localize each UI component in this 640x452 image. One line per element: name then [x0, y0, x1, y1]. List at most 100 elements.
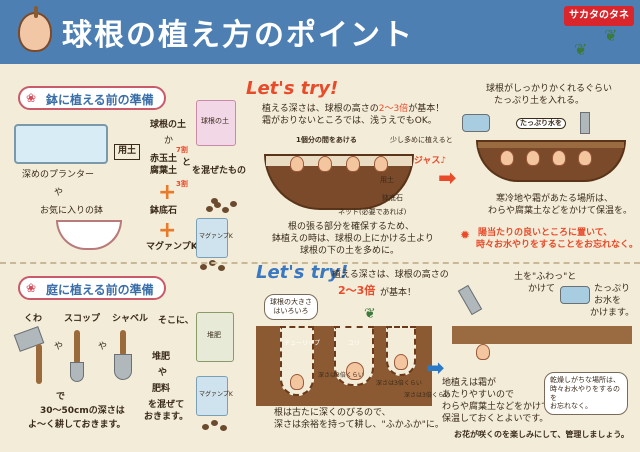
water-line3: かけます。 — [590, 308, 635, 318]
tulip-bulb-icon — [290, 374, 304, 390]
lets-try-heading: Let's try! — [246, 78, 339, 99]
ya-label: や — [54, 188, 64, 198]
mix-fuyodo: 腐葉土 — [150, 166, 178, 176]
shovel-handle — [120, 330, 126, 356]
spacing-note: 1個分の間をあける — [296, 136, 357, 144]
fuwa-line1: 土を"ふわっ"と — [514, 272, 577, 282]
tulip-label: チューリップ — [284, 340, 321, 347]
ratio-7: 7割 — [176, 146, 188, 154]
lily-hole — [334, 326, 374, 386]
sprout-icon: ❦ — [604, 26, 618, 45]
sprout-icon: ❦ — [574, 40, 588, 59]
depth-note-1: 深さは3倍くらい — [318, 372, 364, 379]
cold-line2: わらや腐葉土などをかけて保温を。 — [488, 206, 633, 216]
trowel-icon — [580, 112, 590, 134]
dry-line2: 時々お水やりをするのを — [550, 384, 620, 402]
scoop-icon — [70, 362, 84, 382]
pot-filled-cross-section — [476, 140, 626, 182]
till-line3: よ〜く耕しておきます。 — [28, 420, 126, 430]
section-divider — [0, 262, 640, 264]
root-line3: 球根の下の土を多めに。 — [300, 246, 400, 256]
pot-prep-title: 鉢に植える前の準備 — [46, 93, 154, 107]
mix-end-label: おきます。 — [144, 412, 189, 422]
bulb-icon — [526, 150, 540, 166]
sun-line2: 時々お水やりをすることをお忘れなく。 — [476, 240, 639, 250]
fertilizer-label: マグァンプK — [146, 242, 198, 252]
fuwa-line2: かけて — [528, 284, 556, 294]
plus-icon: + — [158, 180, 177, 205]
garden-prep-title: 庭に植える前の準備 — [46, 283, 154, 297]
soil-bag-text: 球根の土 — [201, 117, 229, 125]
brand-logo: サカタのタネ — [564, 6, 634, 26]
sun-line1: 陽当たりの良いところに置いて、 — [478, 228, 613, 238]
leaf-icon: ❀ — [26, 281, 37, 295]
pot-depth-ratio: 2〜3倍 — [378, 104, 409, 114]
frost-line1: 地植えは霜が — [442, 378, 497, 388]
compost-ya: や — [158, 368, 168, 378]
arrow-right-icon: ➡ — [426, 356, 445, 381]
garden-depth-ratio: 2〜3倍 — [338, 284, 376, 297]
scoop-label: スコップ — [64, 314, 101, 324]
fertilizer-bag-text: マグァンプK — [199, 233, 233, 240]
water-note: たっぷり水を — [516, 118, 566, 130]
water-line2: お水を — [594, 296, 622, 306]
dry-note-bubble: 乾燥しがちな場所は、 時々お水やりをするのを お忘れなく。 — [544, 372, 628, 415]
till-line1: で — [56, 392, 66, 402]
cover-line2: たっぷり土を入れる。 — [494, 96, 585, 106]
frost-line2: あたりやすいので — [442, 390, 515, 400]
pebble-label: 鉢底石 — [382, 194, 403, 202]
ya-label: や — [98, 342, 108, 352]
bulb-size-bubble: 球根の大きさはいろいろ — [264, 294, 318, 320]
depth-note-2: 深さは3倍くらい — [376, 380, 422, 387]
page-title: 球根の植え方のポイント — [62, 18, 414, 53]
garden-depth-text: 植える深さは、球根の高さの — [332, 270, 449, 280]
compost-label: 堆肥 — [152, 352, 171, 362]
scoop-handle — [74, 330, 80, 364]
pot-prep-tag: ❀ 鉢に植える前の準備 — [18, 86, 166, 110]
compost-bag-text: 堆肥 — [207, 331, 221, 339]
depth-note-3: 深さは3倍くらい — [404, 392, 450, 399]
bulb-icon — [552, 150, 566, 166]
small-bulb-icon — [394, 354, 408, 370]
mix-to: と — [182, 158, 192, 168]
garden-prep-tag: ❀ 庭に植える前の準備 — [18, 276, 166, 300]
lets-try-heading-garden: Let's try! — [256, 262, 349, 283]
fertilizer-bag-text: マグァンプK — [199, 391, 233, 398]
dry-line1: 乾燥しがちな場所は、 — [550, 376, 620, 384]
net-label: ネット(必要であれば) — [338, 208, 407, 216]
leaf-icon: ❀ — [26, 91, 37, 105]
sun-icon: ✹ — [460, 228, 471, 242]
fertilizer-bag-image: マグァンプK — [196, 376, 233, 416]
bulb-icon — [476, 344, 490, 360]
bulb-icon — [318, 156, 332, 172]
ya-label: や — [54, 342, 64, 352]
header-banner: 球根の植え方のポイント — [0, 0, 640, 64]
mix-suffix: を混ぜたもの — [192, 166, 247, 176]
mix-akadama: 赤玉土 — [150, 154, 178, 164]
garden-root-line1: 根は古たに深くのびるので、 — [274, 408, 391, 418]
pot-depth-text: 植える深さは、球根の高さの — [262, 104, 379, 114]
bulb-icon — [346, 156, 360, 172]
dry-line3: お忘れなく。 — [550, 402, 592, 411]
pot-depth-end: が基本！ — [408, 104, 445, 114]
cold-line1: 寒冷地や霜があたる場所は、 — [496, 194, 614, 204]
soil-option-1: 球根の土 — [150, 120, 187, 130]
bulb-icon — [578, 150, 592, 166]
pot-depth-line2: 霜がおりないところでは、浅うえでもOK。 — [262, 116, 437, 126]
sprout-icon: ❦ — [364, 306, 376, 322]
trowel-icon — [457, 284, 483, 316]
soil-bag-image: 球根の土 — [196, 100, 236, 146]
gorgeous-label: ゴージャス♪ — [396, 156, 447, 166]
planter-image — [14, 124, 108, 164]
plus-icon: + — [158, 218, 177, 243]
frost-line4: 保温しておくとよいです。 — [442, 414, 549, 424]
garden-root-line2: 深さは余裕を持って耕し、"ふかふか"に。 — [274, 420, 444, 430]
bulb-icon — [374, 156, 388, 172]
garden-depth-line1: 植える深さは、球根の高さの — [332, 270, 449, 282]
watering-can-icon — [560, 286, 590, 304]
shovel-label: シャベル — [112, 314, 149, 324]
fertilizer-granules-image — [202, 420, 236, 438]
lily-label: ユリ — [348, 340, 361, 347]
pebbles-image — [206, 198, 240, 216]
hoe-handle — [36, 344, 42, 384]
